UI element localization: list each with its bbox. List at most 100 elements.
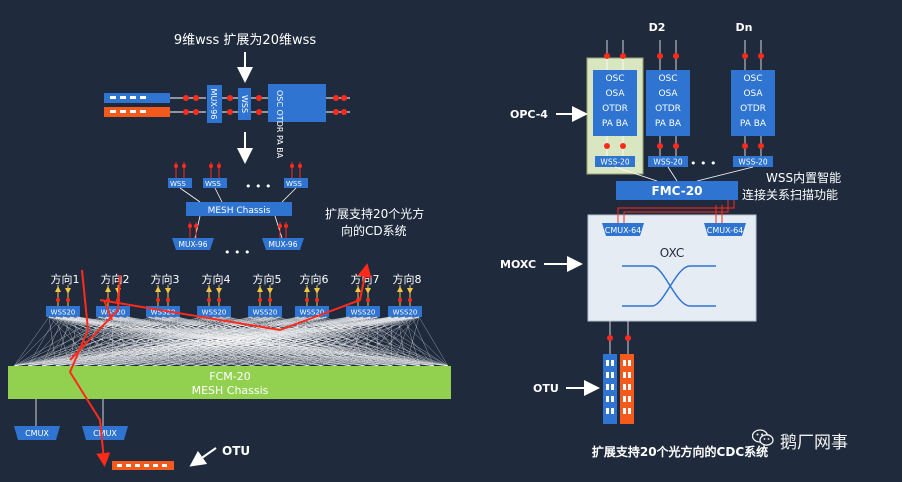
wss-small-label-2: WSS <box>205 180 221 188</box>
wss20-label-4: WSS20 <box>202 309 227 317</box>
osc-stack-label: OSC OTDR PA BA <box>275 90 284 159</box>
mesh-chassis-block <box>186 202 292 216</box>
wss20-box-4 <box>197 306 231 317</box>
wss20-label-5: WSS20 <box>253 309 278 317</box>
otu-right-marks <box>606 360 631 414</box>
right-module-1 <box>593 70 637 136</box>
right-module-2 <box>646 70 690 136</box>
direction-label-3: 方向3 <box>151 272 180 286</box>
right-module-2-line-3: OTDR <box>655 104 681 114</box>
wss20-box-2 <box>96 306 130 317</box>
cmux-b-label: CMUX <box>93 429 117 438</box>
right-module-1-line-1: OSC <box>605 74 624 84</box>
direction-label-4: 方向4 <box>202 272 231 286</box>
dn-label: Dn <box>736 21 753 34</box>
right-wss20-1 <box>595 156 635 167</box>
moxc-label: MOXC <box>500 258 536 271</box>
otu-right-label: OTU <box>533 382 559 395</box>
right-wss20-label-2: WSS-20 <box>653 158 682 167</box>
wss20-label-2: WSS20 <box>101 309 126 317</box>
wechat-icon <box>751 429 774 452</box>
right-dots: • • • <box>690 157 716 170</box>
right-wss20-3 <box>733 156 773 167</box>
mux-dots: • • • <box>224 246 250 259</box>
mux96-b-label: MUX-96 <box>269 240 298 249</box>
wss20-label-6: WSS20 <box>300 309 325 317</box>
left-title: 9维wss 扩展为20维wss <box>174 33 317 48</box>
right-module-1-line-3: OTDR <box>602 104 628 114</box>
cmux64-b-label: CMUX-64 <box>707 226 744 235</box>
fmc20-block <box>616 181 738 200</box>
mux96-block <box>207 85 222 123</box>
wss20-box-5 <box>248 306 282 317</box>
right-module-2-line-2: OSA <box>658 89 678 99</box>
watermark-text: 鹅厂网事 <box>780 433 848 453</box>
wss-label: WSS <box>240 95 249 113</box>
right-module-2-line-4: PA BA <box>655 119 682 129</box>
fcm20-sublabel: MESH Chassis <box>192 384 269 397</box>
direction-label-1: 方向1 <box>51 272 80 286</box>
right-module-3 <box>731 70 775 136</box>
wss-small-group <box>168 162 308 203</box>
fcm20-label: FCM-20 <box>209 370 250 383</box>
wss20-box-1 <box>46 306 80 317</box>
d2-label: D2 <box>649 21 666 34</box>
otu-cards-top <box>104 93 206 117</box>
cmux64-b-block <box>704 223 746 236</box>
wss20-label-1: WSS20 <box>51 309 76 317</box>
wss-dots: • • • <box>245 180 271 193</box>
right-module-1-line-2: OSA <box>605 89 625 99</box>
oxc-cross <box>622 265 716 307</box>
right-module-3-line-1: OSC <box>743 74 762 84</box>
wss20-label-8: WSS20 <box>393 309 418 317</box>
watermark: 鹅厂网事 <box>751 428 848 453</box>
direction-label-5: 方向5 <box>253 272 282 286</box>
right-module-3-line-4: PA BA <box>740 119 767 129</box>
mesh-lines <box>13 316 449 367</box>
osc-stack-block <box>268 84 326 122</box>
red-routes <box>68 263 372 467</box>
right-module-1-line-4: PA BA <box>602 119 629 129</box>
otu-arrow-left <box>189 447 217 467</box>
wss-note-line2: 连接关系扫描功能 <box>742 187 838 202</box>
otu-bottom-card <box>112 461 174 470</box>
wss20-box-8 <box>388 306 422 317</box>
fcm20-chassis <box>8 366 451 399</box>
cmux-b-block <box>82 426 128 440</box>
opc4-label: OPC-4 <box>510 108 548 121</box>
mux96-label: MUX-96 <box>209 89 218 120</box>
right-module-2-line-1: OSC <box>658 74 677 84</box>
mux96-a-block <box>172 238 214 250</box>
right-wss20-2 <box>648 156 688 167</box>
direction-label-8: 方向8 <box>393 272 422 286</box>
wss20-label-7: WSS20 <box>351 309 376 317</box>
wss20-box-6 <box>295 306 329 317</box>
wss-note-line1: WSS内置智能 <box>766 170 841 185</box>
wss-small-label-3: WSS <box>286 180 302 188</box>
right-wss20-label-3: WSS-20 <box>738 158 767 167</box>
right-module-3-line-2: OSA <box>743 89 763 99</box>
wss20-box-7 <box>346 306 380 317</box>
direction-label-6: 方向6 <box>300 272 329 286</box>
otu-left-label: OTU <box>222 444 250 458</box>
otu-right-blue <box>603 354 617 424</box>
bottom-caption: 扩展支持20个光方向的CDC系统 <box>592 444 768 459</box>
right-module-3-line-3: OTDR <box>740 104 766 114</box>
mux96-b-block <box>262 238 304 250</box>
otu-bottom-card-marks <box>117 464 167 467</box>
cmux64-a-label: CMUX-64 <box>605 226 642 235</box>
cmux-a-block <box>14 426 60 440</box>
wss-block <box>238 88 251 120</box>
fmc-red-links <box>617 200 735 223</box>
cmux64-a-block <box>602 223 644 236</box>
wss-small-label-1: WSS <box>170 180 186 188</box>
mux96-a-label: MUX-96 <box>179 240 208 249</box>
side-text-line2: 向的CD系统 <box>341 223 407 238</box>
oxc-label: OXC <box>660 246 684 260</box>
fmc20-label: FMC-20 <box>652 184 703 198</box>
direction-label-2: 方向2 <box>101 272 130 286</box>
otu-right-orange <box>620 354 634 424</box>
